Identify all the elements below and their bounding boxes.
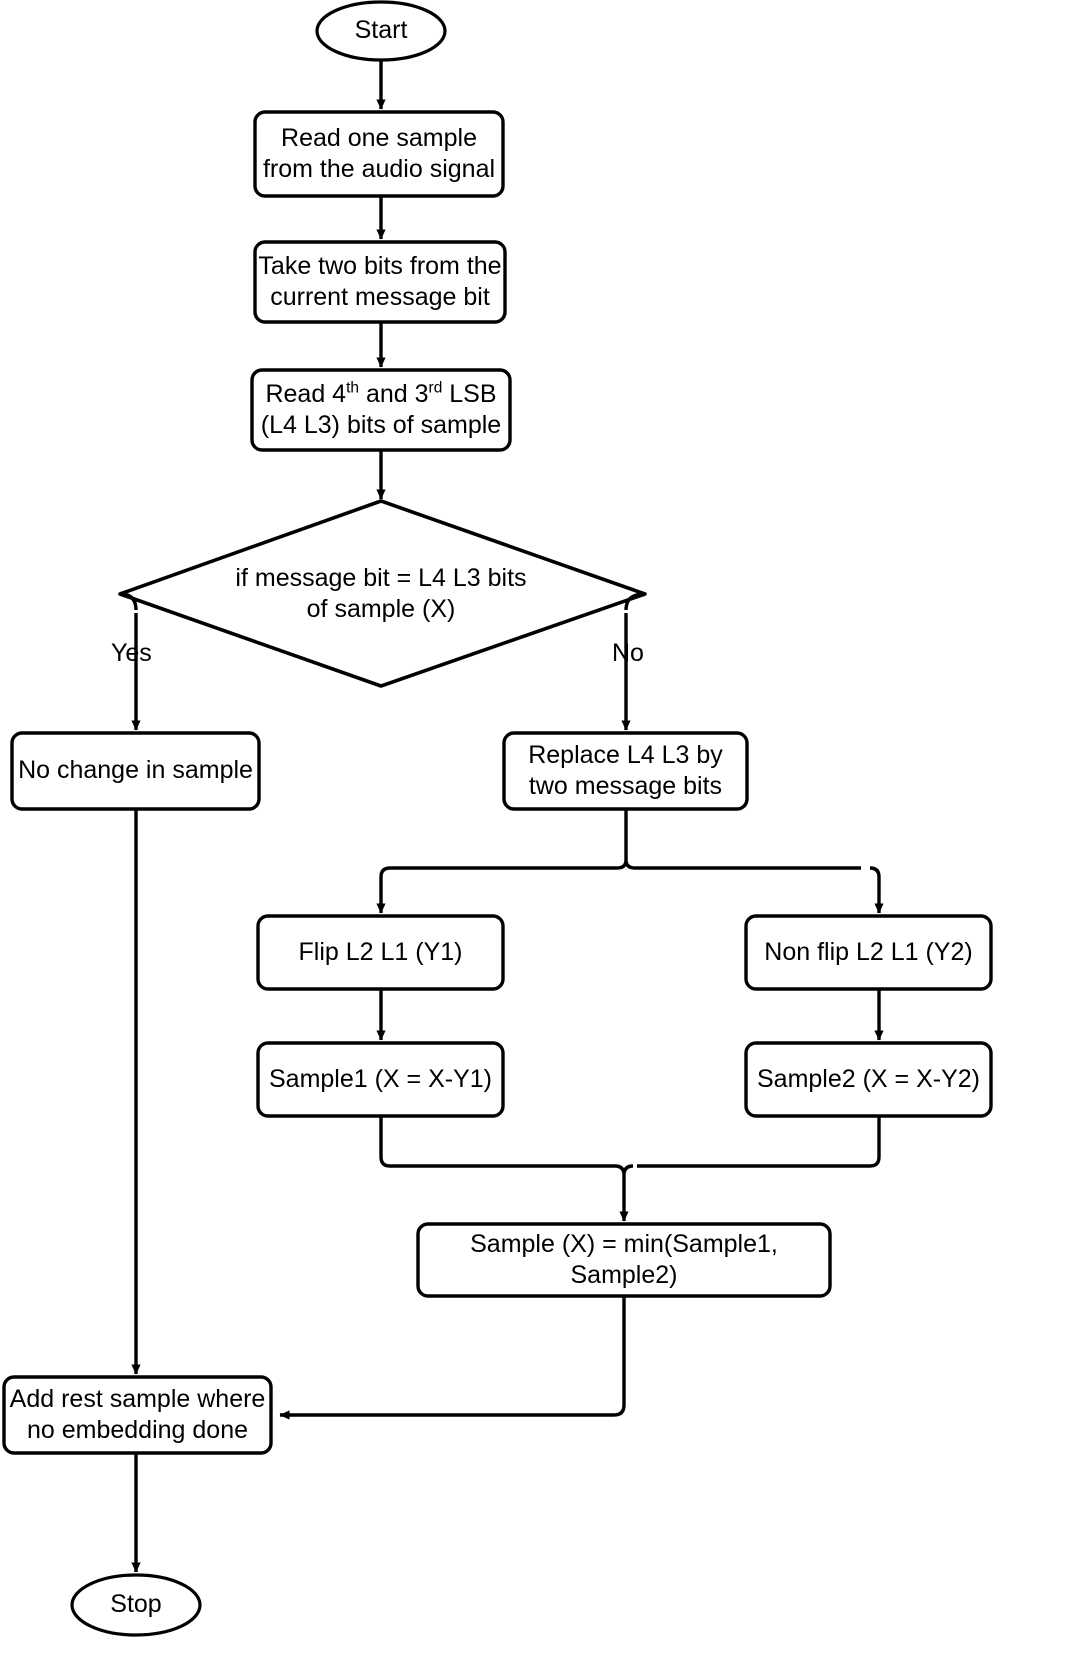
edge-decision-yes-elbow bbox=[119, 592, 138, 611]
edge-decision-no-elbow bbox=[624, 592, 646, 611]
node-replace-shape bbox=[502, 731, 749, 811]
read-lsb-text-pre: Read 4 bbox=[265, 379, 347, 408]
read-lsb-sup-rd: rd bbox=[428, 379, 443, 397]
edge-merge-junction bbox=[614, 1164, 634, 1176]
read-lsb-text-mid: and 3 bbox=[359, 379, 429, 408]
edge-split-bus-right-corner bbox=[869, 866, 881, 878]
edge-sample2-to-merge bbox=[637, 1116, 881, 1168]
edge-sample1-to-merge bbox=[379, 1116, 615, 1168]
node-flip-shape bbox=[256, 914, 505, 991]
node-start-shape bbox=[315, 0, 447, 62]
node-add-rest-shape bbox=[2, 1375, 273, 1455]
node-sample1-shape bbox=[256, 1041, 505, 1118]
read-lsb-line2: (L4 L3) bits of sample bbox=[260, 411, 502, 439]
edge-min-sample-to-add-rest bbox=[279, 1296, 626, 1420]
edge-label-no: No bbox=[612, 639, 644, 667]
node-sample2-shape bbox=[744, 1041, 993, 1118]
node-no-change-shape bbox=[10, 731, 261, 811]
read-lsb-text-post: LSB bbox=[442, 379, 497, 408]
node-decision-shape bbox=[118, 499, 647, 688]
edge-split-bus-left-corner bbox=[379, 866, 391, 878]
node-take-bits-shape bbox=[253, 240, 507, 324]
node-read-sample-shape bbox=[253, 110, 505, 198]
node-read-lsb-label: Read 4th and 3rd LSB (L4 L3) bits of sam… bbox=[252, 370, 510, 450]
edge-split-bus-horizontal bbox=[390, 859, 861, 870]
read-lsb-sup-th: th bbox=[346, 379, 360, 397]
edge-label-yes: Yes bbox=[111, 639, 152, 667]
node-min-sample-shape bbox=[416, 1222, 832, 1298]
node-stop-shape bbox=[70, 1573, 202, 1637]
node-non-flip-shape bbox=[744, 914, 993, 991]
